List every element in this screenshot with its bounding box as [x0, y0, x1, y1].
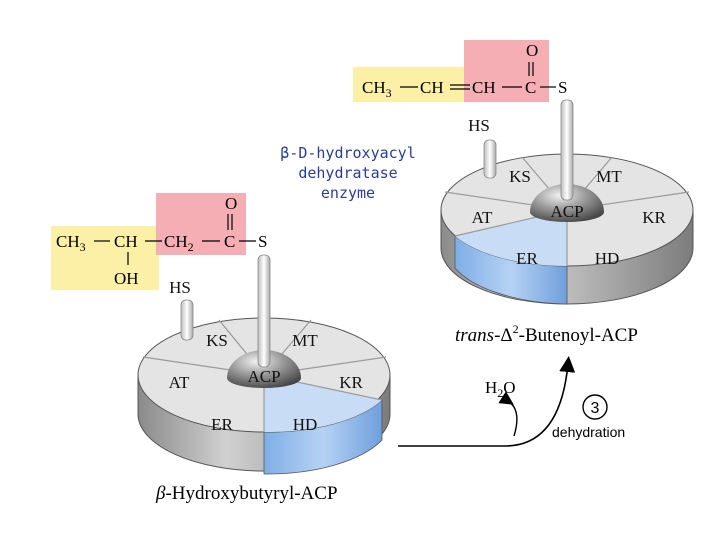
right-er-label: ER — [516, 249, 538, 268]
right-c: C — [525, 78, 536, 97]
left-hs-label: HS — [169, 278, 191, 297]
right-caption: trans-Δ2-Butenoyl-ACP — [455, 322, 638, 346]
left-fas-complex: CH3 CH OH CH2 C O S — [51, 193, 391, 504]
left-ks-label: KS — [206, 331, 228, 350]
enzyme-label-line3: enzyme — [321, 184, 375, 202]
right-ch-a: CH — [420, 78, 444, 97]
water-label: H2O — [485, 378, 516, 400]
right-substrate-formula: CH3 CH CH C O S — [362, 41, 567, 100]
right-hs-label: HS — [468, 116, 490, 135]
reaction-arrow-group: H2O 3 dehydration — [398, 356, 625, 447]
left-acp-dome — [227, 350, 301, 388]
right-hs-stalk — [483, 139, 497, 179]
step-label: dehydration — [552, 424, 625, 440]
left-acp-label: ACP — [247, 367, 280, 386]
svg-text:CH2: CH2 — [164, 232, 194, 254]
left-hs-stalk — [180, 299, 194, 341]
right-kr-label: KR — [642, 208, 666, 227]
left-oh: OH — [114, 269, 139, 288]
step-number-circle — [582, 394, 608, 420]
right-s: S — [558, 78, 567, 97]
right-hd-label: HD — [595, 249, 620, 268]
enzyme-label-line2: dehydratase — [298, 164, 397, 182]
right-ks-label: KS — [509, 167, 531, 186]
left-hd-label: HD — [293, 415, 318, 434]
right-pink-box — [464, 40, 549, 102]
left-kr-label: KR — [339, 373, 363, 392]
right-acp-stalk — [560, 99, 574, 201]
enzyme-label-line1: β-D-hydroxyacyl — [280, 144, 415, 162]
left-caption: β-Hydroxybutyryl-ACP — [155, 483, 338, 504]
right-er-top-highlight — [455, 210, 567, 267]
right-o: O — [526, 41, 538, 60]
left-hd-top-highlight — [264, 375, 382, 433]
left-c: C — [224, 232, 235, 251]
step-number: 3 — [591, 400, 600, 417]
right-domain-labels: HS KS MT KR HD ER AT ACP — [468, 116, 666, 268]
svg-text:CH3: CH3 — [362, 78, 392, 100]
right-at-label: AT — [472, 208, 493, 227]
left-pink-box — [156, 193, 246, 255]
right-acp-label: ACP — [550, 202, 583, 221]
left-substrate-formula: CH3 CH OH CH2 C O S — [56, 194, 267, 288]
enzyme-label: β-D-hydroxyacyl dehydratase enzyme — [280, 144, 415, 202]
right-mt-label: MT — [596, 167, 622, 186]
left-o: O — [225, 194, 237, 213]
left-at-label: AT — [169, 373, 190, 392]
left-yellow-box — [51, 226, 159, 290]
svg-text:CH3: CH3 — [56, 232, 86, 254]
right-ch-b: CH — [472, 78, 496, 97]
left-acp-stalk — [257, 254, 271, 368]
right-yellow-box — [353, 67, 467, 102]
left-er-label: ER — [211, 415, 233, 434]
left-ch: CH — [114, 232, 138, 251]
left-domain-labels: HS KS MT KR HD ER AT ACP — [169, 278, 364, 434]
water-release-arrow — [498, 391, 518, 437]
right-fas-complex: CH3 CH CH C O S — [353, 40, 694, 346]
dehydration-arrow — [398, 356, 576, 447]
left-mt-label: MT — [292, 331, 318, 350]
right-acp-dome — [530, 184, 604, 222]
left-s: S — [258, 232, 267, 251]
